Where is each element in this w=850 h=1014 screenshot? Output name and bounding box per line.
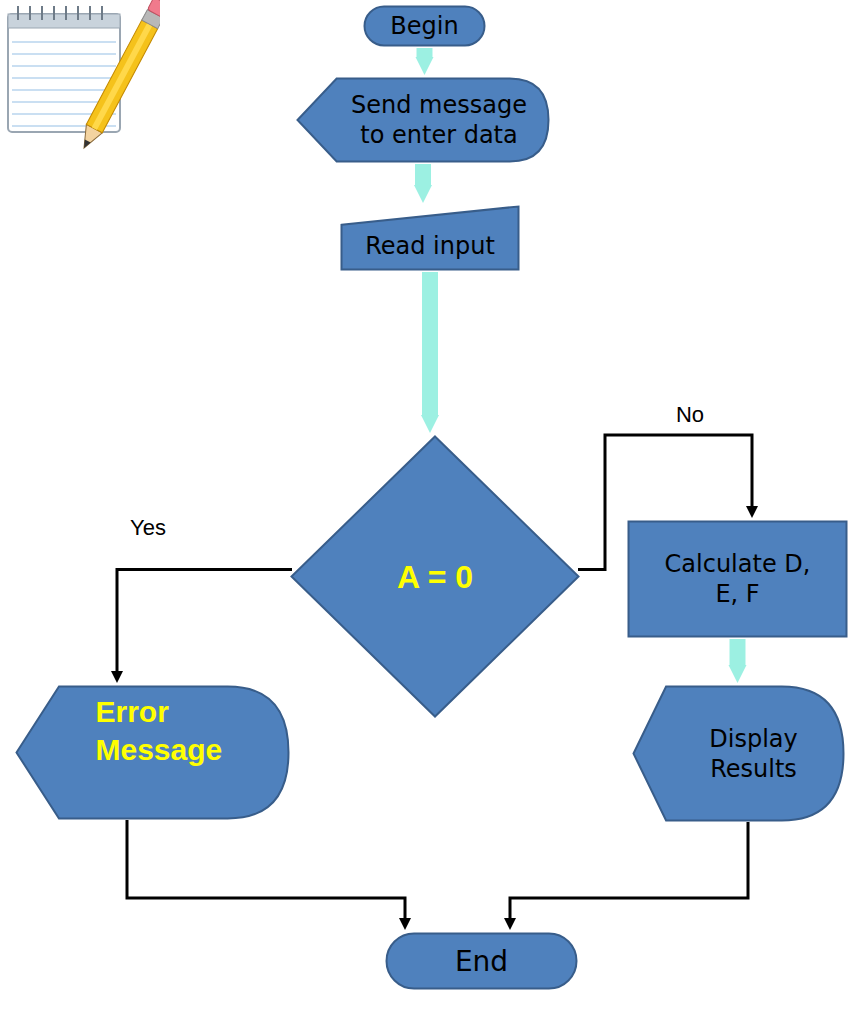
node-text: Read input — [365, 231, 495, 261]
node-text: Error Message — [96, 693, 246, 768]
terminator: End — [385, 932, 578, 990]
block-arrow — [417, 48, 433, 57]
terminator: Begin — [363, 5, 486, 47]
edge-label: No — [673, 402, 707, 428]
decision-diamond: A = 0 — [290, 435, 580, 718]
display-box-outline — [632, 685, 845, 822]
pencil-body — [86, 20, 157, 133]
notepad-binding — [8, 14, 120, 28]
node-text: Begin — [390, 11, 458, 41]
flow-line — [510, 822, 748, 918]
display-box: Send message to enter data — [296, 77, 550, 163]
process-box: Calculate D, E, F — [627, 520, 848, 638]
display-box: Error Message — [15, 685, 290, 820]
pencil — [76, 0, 160, 152]
pencil-lead — [81, 139, 91, 149]
block-arrow — [730, 639, 746, 665]
notepad-spiral — [18, 6, 102, 20]
flow-line — [127, 820, 405, 918]
flow-line — [117, 570, 292, 672]
display-box-outline — [296, 77, 550, 163]
notepad-icon — [0, 0, 160, 160]
node-text: Calculate D, E, F — [653, 549, 823, 609]
process-box-outline — [627, 520, 848, 638]
input-box: Read input — [340, 205, 520, 271]
node-text: End — [455, 944, 508, 979]
display-box: Display Results — [632, 685, 845, 822]
node-text: Display Results — [689, 724, 819, 784]
pencil-stripe — [92, 23, 153, 130]
block-arrow — [415, 164, 431, 185]
edge-label: Yes — [127, 515, 169, 541]
block-arrow — [422, 272, 438, 415]
pencil-eraser — [147, 0, 160, 18]
node-text: Send message to enter data — [339, 90, 539, 150]
node-text: A = 0 — [397, 557, 473, 597]
